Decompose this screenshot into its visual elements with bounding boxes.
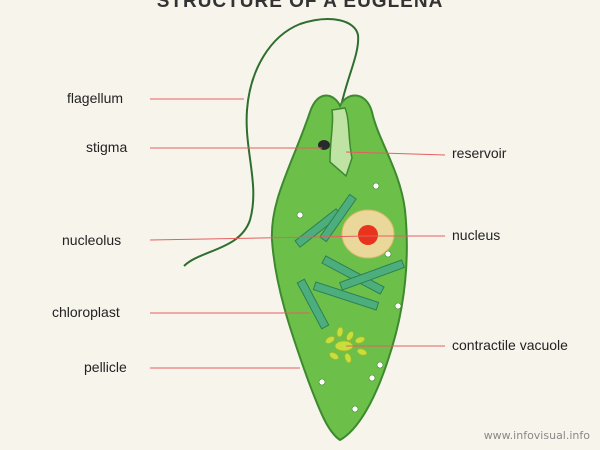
label-contractile-vacuole: contractile vacuole [452, 337, 568, 353]
chloroplast [338, 259, 406, 291]
flagellum [183, 18, 360, 267]
credit-watermark: www.infovisual.info [483, 429, 590, 442]
label-flagellum: flagellum [67, 90, 124, 106]
label-reservoir: reservoir [452, 145, 507, 161]
chloroplast [319, 193, 357, 243]
nucleolus [358, 225, 378, 245]
diagram-title: STRUCTURE OF A EUGLENA [156, 0, 444, 12]
label-chloroplast: chloroplast [52, 304, 120, 320]
label-pellicle: pellicle [84, 359, 127, 375]
chloroplast [296, 278, 330, 330]
label-nucleus: nucleus [452, 227, 501, 243]
chloroplast [312, 281, 380, 311]
leader-lines [149, 98, 446, 369]
granules [296, 182, 402, 413]
label-stigma: stigma [86, 139, 128, 155]
label-nucleolus: nucleolus [62, 232, 122, 248]
reservoir [329, 107, 353, 178]
